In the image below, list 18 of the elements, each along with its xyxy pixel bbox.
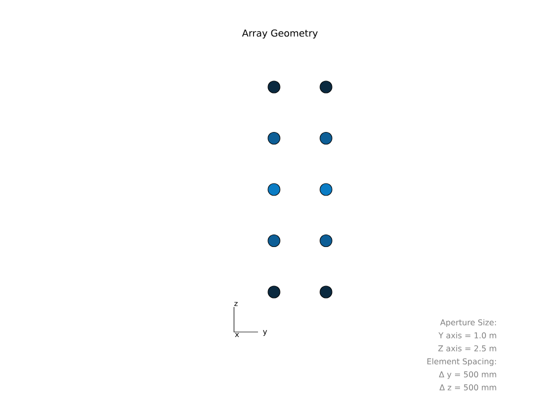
array-element — [320, 234, 332, 248]
array-element — [268, 183, 280, 196]
array-element — [268, 132, 280, 145]
array-element — [320, 286, 332, 298]
array-element — [320, 183, 332, 196]
label: Aperture Size: — [440, 319, 496, 327]
array-element — [320, 132, 332, 145]
label: Z axis = 2.5 m — [438, 345, 496, 352]
label: Δ y = 500 mm — [438, 371, 496, 379]
label: Y axis = 1.0 m — [438, 332, 496, 338]
array-element — [268, 286, 280, 298]
label: Δ z = 500 mm — [439, 384, 496, 390]
array-info-text: Aperture Size: Y axis = 1.0 m Z axis = 2.5 m Element Spacing: Δ y = 500 mm Δ z = 500 mm — [427, 319, 496, 390]
array-element — [268, 80, 280, 94]
array-element — [320, 80, 332, 94]
label: Element Spacing: — [427, 358, 496, 366]
array-element — [268, 234, 280, 248]
chart-title: Array Geometry — [242, 29, 318, 38]
